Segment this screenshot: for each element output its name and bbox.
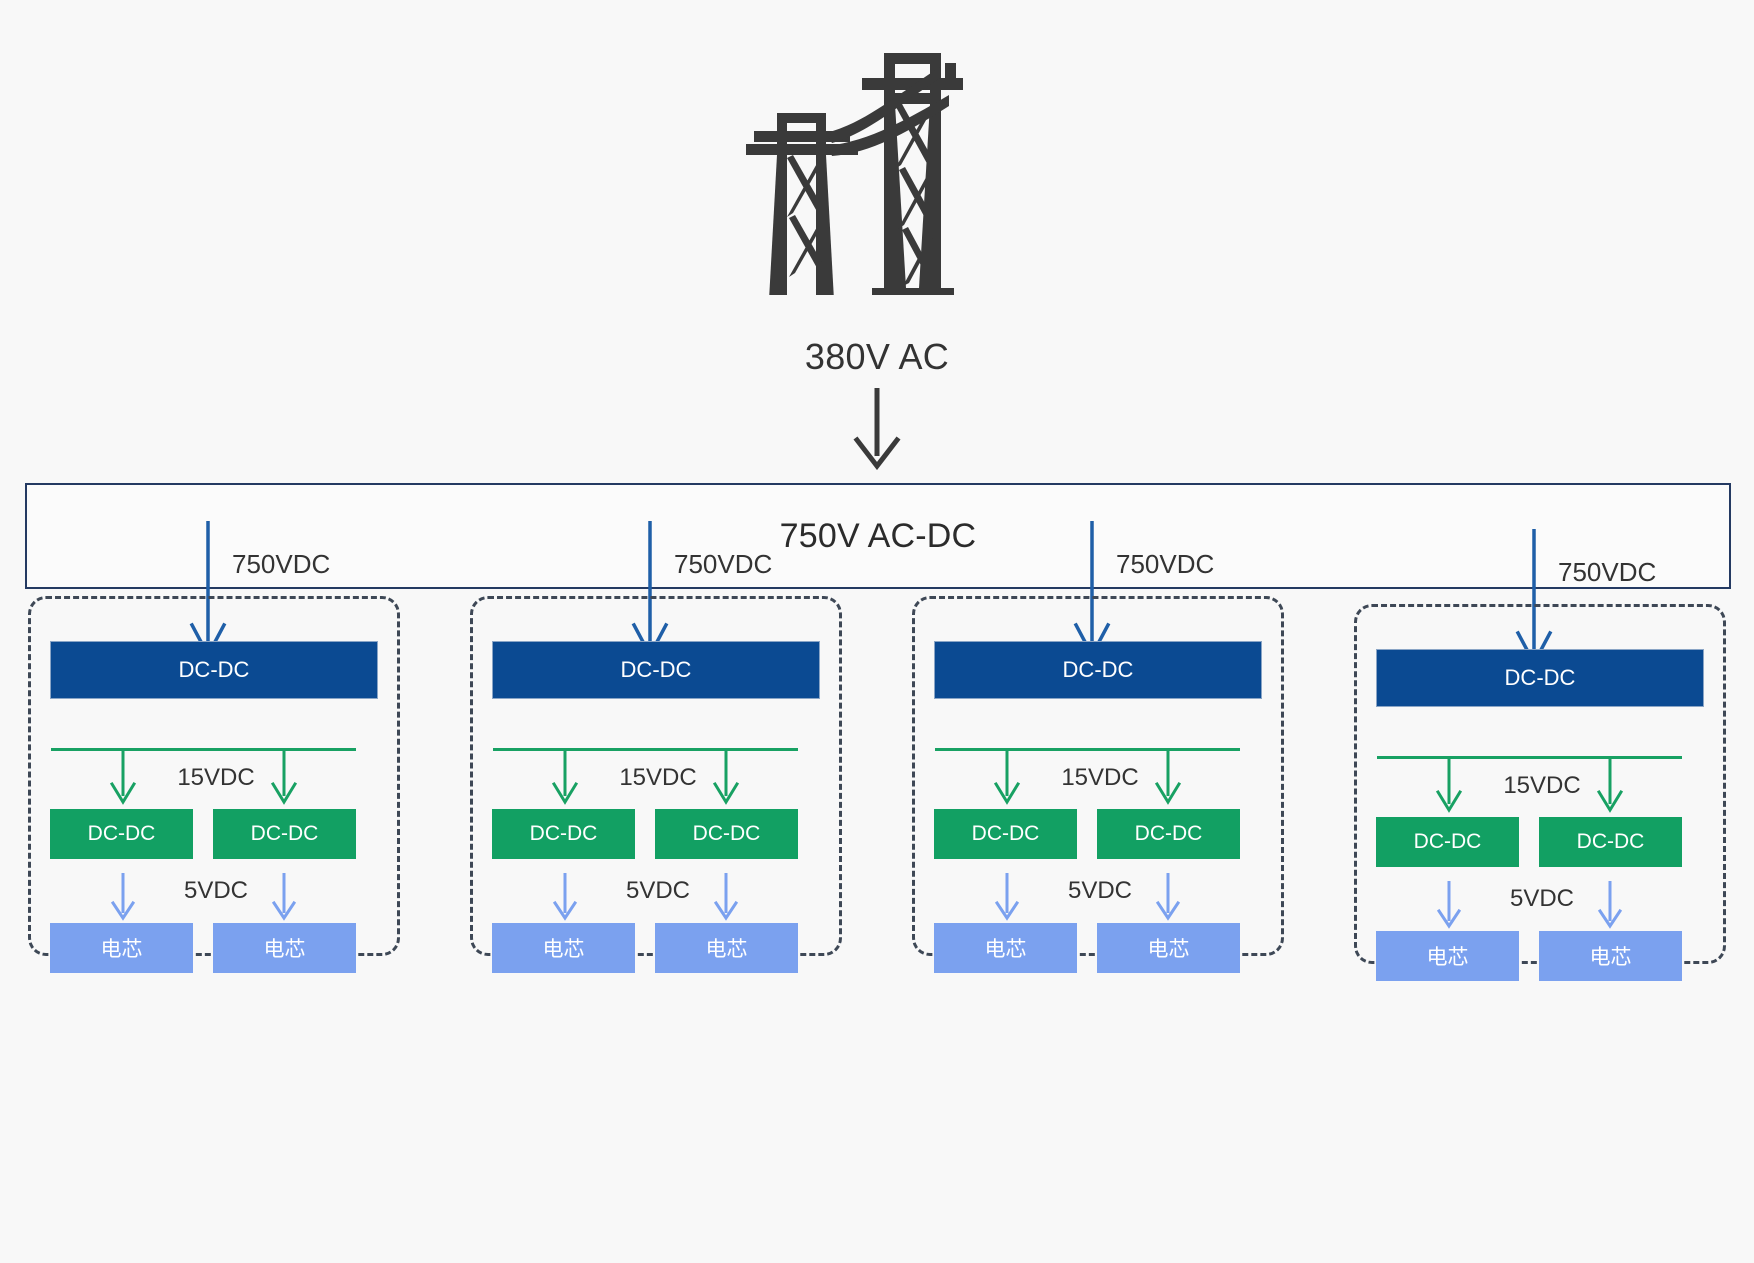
bus-arrow-right-icon [711, 748, 741, 806]
bus-voltage-label: 15VDC [619, 764, 697, 791]
acdc-converter-bar: 750V AC-DC [25, 483, 1731, 589]
secondary-dcdc-label: DC-DC [1576, 830, 1645, 853]
battery-cell-label: 电芯 [1147, 938, 1190, 961]
bus-arrow-left-icon [550, 748, 580, 806]
bus-voltage-label: 15VDC [177, 764, 255, 791]
primary-dcdc-block[interactable]: DC-DC [492, 641, 820, 699]
battery-cell-block[interactable]: 电芯 [492, 923, 635, 973]
output-arrow-right-icon [1596, 881, 1624, 929]
secondary-dcdc-block[interactable]: DC-DC [1097, 809, 1240, 859]
feeder-voltage-label: 750VDC [674, 549, 773, 579]
output-arrow-right-icon [270, 873, 298, 921]
bus-arrow-left-icon [108, 748, 138, 806]
battery-cell-block[interactable]: 电芯 [1097, 923, 1240, 973]
primary-dcdc-label: DC-DC [178, 657, 250, 682]
secondary-dcdc-label: DC-DC [529, 822, 598, 845]
battery-cell-label: 电芯 [263, 938, 306, 961]
rack-group: 750VDC DC-DC 15VDC DC-DC DC-DC 5VDC 电芯 电芯 [470, 521, 842, 973]
acdc-converter-label: 750V AC-DC [779, 516, 977, 555]
bus-voltage-label: 15VDC [1061, 764, 1139, 791]
primary-dcdc-block[interactable]: DC-DC [934, 641, 1262, 699]
primary-dcdc-block[interactable]: DC-DC [50, 641, 378, 699]
battery-cell-block[interactable]: 电芯 [213, 923, 356, 973]
battery-cell-block[interactable]: 电芯 [655, 923, 798, 973]
source-arrow-icon [847, 388, 907, 471]
output-voltage-label: 5VDC [1509, 885, 1575, 912]
secondary-dcdc-label: DC-DC [87, 822, 156, 845]
output-arrow-right-icon [1154, 873, 1182, 921]
bus-arrow-right-icon [269, 748, 299, 806]
battery-cell-label: 电芯 [100, 938, 143, 961]
rack-group: 750VDC DC-DC 15VDC DC-DC DC-DC 5VDC 电芯 电芯 [1354, 529, 1726, 981]
output-arrow-left-icon [551, 873, 579, 921]
secondary-dcdc-block[interactable]: DC-DC [1539, 817, 1682, 867]
output-voltage-label: 5VDC [183, 877, 249, 904]
secondary-dcdc-block[interactable]: DC-DC [492, 809, 635, 859]
secondary-dcdc-block[interactable]: DC-DC [934, 809, 1077, 859]
transmission-tower-icon [744, 45, 1010, 312]
output-voltage-label: 5VDC [625, 877, 691, 904]
battery-cell-label: 电芯 [1589, 946, 1632, 969]
rack-group: 750VDC DC-DC 15VDC DC-DC DC-DC 5VDC 电芯 电芯 [28, 521, 400, 973]
secondary-dcdc-label: DC-DC [971, 822, 1040, 845]
bus-voltage-label: 15VDC [1503, 772, 1581, 799]
secondary-dcdc-label: DC-DC [1413, 830, 1482, 853]
secondary-dcdc-label: DC-DC [692, 822, 761, 845]
output-voltage-label: 5VDC [1067, 877, 1133, 904]
battery-cell-block[interactable]: 电芯 [50, 923, 193, 973]
secondary-dcdc-block[interactable]: DC-DC [213, 809, 356, 859]
intermediate-bus-line [935, 748, 1240, 751]
primary-dcdc-block[interactable]: DC-DC [1376, 649, 1704, 707]
feeder-voltage-label: 750VDC [232, 549, 331, 579]
primary-dcdc-label: DC-DC [1504, 665, 1576, 690]
feeder-voltage-label: 750VDC [1116, 549, 1215, 579]
battery-cell-label: 电芯 [984, 938, 1027, 961]
rack-group: 750VDC DC-DC 15VDC DC-DC DC-DC 5VDC 电芯 电芯 [912, 521, 1284, 973]
battery-cell-block[interactable]: 电芯 [1539, 931, 1682, 981]
bus-arrow-left-icon [992, 748, 1022, 806]
secondary-dcdc-block[interactable]: DC-DC [50, 809, 193, 859]
battery-cell-label: 电芯 [542, 938, 585, 961]
battery-cell-block[interactable]: 电芯 [934, 923, 1077, 973]
secondary-dcdc-block[interactable]: DC-DC [655, 809, 798, 859]
intermediate-bus-line [1377, 756, 1682, 759]
battery-cell-block[interactable]: 电芯 [1376, 931, 1519, 981]
source-voltage-label: 380V AC [804, 336, 950, 377]
secondary-dcdc-block[interactable]: DC-DC [1376, 817, 1519, 867]
output-arrow-left-icon [1435, 881, 1463, 929]
intermediate-bus-line [51, 748, 356, 751]
primary-dcdc-label: DC-DC [620, 657, 692, 682]
output-arrow-left-icon [109, 873, 137, 921]
secondary-dcdc-label: DC-DC [250, 822, 319, 845]
bus-arrow-left-icon [1434, 756, 1464, 814]
battery-cell-label: 电芯 [705, 938, 748, 961]
secondary-dcdc-label: DC-DC [1134, 822, 1203, 845]
battery-cell-label: 电芯 [1426, 946, 1469, 969]
feeder-voltage-label: 750VDC [1558, 557, 1657, 587]
bus-arrow-right-icon [1595, 756, 1625, 814]
output-arrow-left-icon [993, 873, 1021, 921]
primary-dcdc-label: DC-DC [1062, 657, 1134, 682]
bus-arrow-right-icon [1153, 748, 1183, 806]
output-arrow-right-icon [712, 873, 740, 921]
intermediate-bus-line [493, 748, 798, 751]
